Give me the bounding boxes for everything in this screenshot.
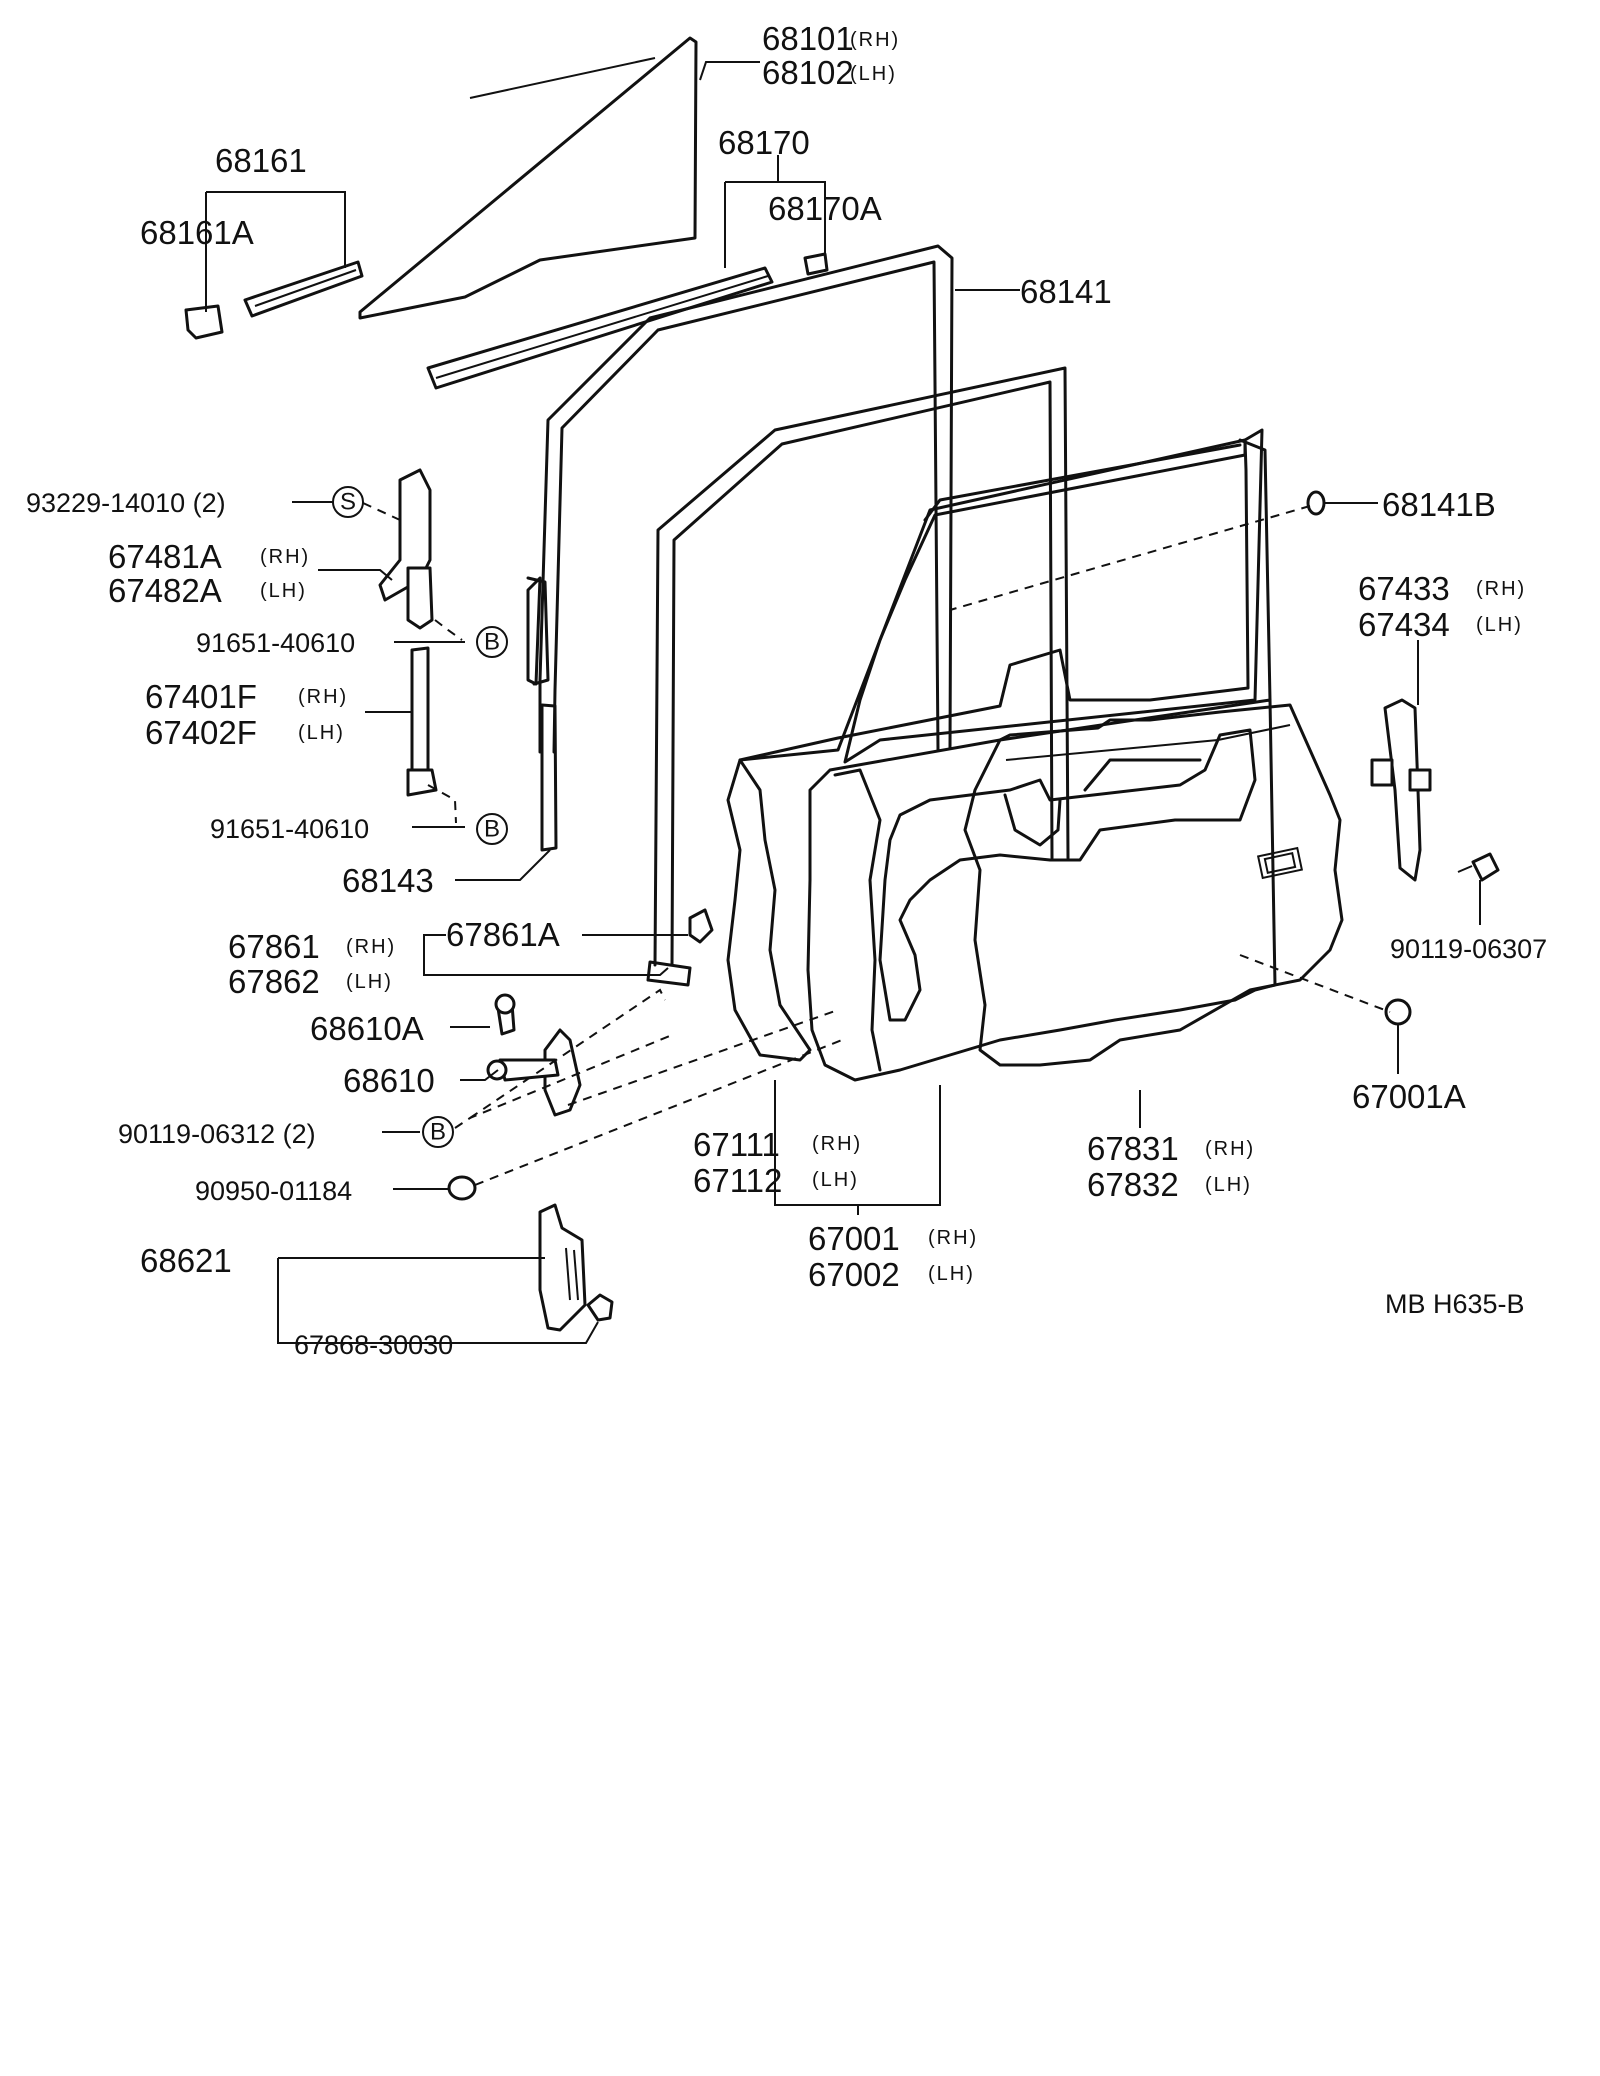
label-67832-lh: (LH) xyxy=(1205,1174,1252,1196)
label-68101: 68101 xyxy=(762,20,854,57)
label-67861-rh: (RH) xyxy=(346,936,396,958)
label-67862: 67862 xyxy=(228,963,320,1000)
label-67001-rh: (RH) xyxy=(928,1227,978,1249)
svg-text:B: B xyxy=(484,629,500,656)
label-68610: 68610 xyxy=(343,1062,435,1099)
weatherstrip-68141 xyxy=(538,244,954,754)
label-67001: 67001 xyxy=(808,1220,900,1257)
label-67482a-lh: (LH) xyxy=(260,580,307,602)
label-68143: 68143 xyxy=(342,862,434,899)
label-67401f-rh: (RH) xyxy=(298,686,348,708)
svg-text:B: B xyxy=(484,816,500,843)
label-67402f: 67402F xyxy=(145,714,257,751)
hinge-67481a xyxy=(378,468,434,630)
label-68610a: 68610A xyxy=(310,1010,424,1047)
label-68141: 68141 xyxy=(1020,273,1112,310)
label-68102: 68102 xyxy=(762,54,854,91)
run-channel-68161 xyxy=(184,260,364,340)
label-67481a-rh: (RH) xyxy=(260,546,310,568)
hinge-67401f xyxy=(406,646,438,797)
callout-b-2: B xyxy=(476,813,508,845)
label-91651-40610-a: 91651-40610 xyxy=(196,628,355,658)
callout-b-1: B xyxy=(476,626,508,658)
service-cover-67831 xyxy=(963,703,1344,1067)
label-90950-01184: 90950-01184 xyxy=(195,1176,352,1206)
label-67434: 67434 xyxy=(1358,606,1450,643)
label-93229-14010: 93229-14010 (2) xyxy=(26,488,226,518)
label-67831-rh: (RH) xyxy=(1205,1138,1255,1160)
label-67481a: 67481A xyxy=(108,538,222,575)
label-67002: 67002 xyxy=(808,1256,900,1293)
screw-67868 xyxy=(586,1293,614,1322)
label-67111-rh: (RH) xyxy=(812,1133,862,1155)
label-67433: 67433 xyxy=(1358,570,1450,607)
callout-s: S xyxy=(332,486,364,518)
label-67831: 67831 xyxy=(1087,1130,1179,1167)
garnish-67433 xyxy=(1370,698,1432,882)
label-67401f: 67401F xyxy=(145,678,257,715)
door-panel-67001 xyxy=(806,428,1277,1082)
label-67861a: 67861A xyxy=(446,916,560,953)
label-67868-30030: 67868-30030 xyxy=(294,1330,453,1360)
label-67002-lh: (LH) xyxy=(928,1263,975,1285)
label-68102-lh: (LH) xyxy=(850,63,897,85)
screw-90119-06307 xyxy=(1457,852,1500,882)
label-67434-lh: (LH) xyxy=(1476,614,1523,636)
label-67112: 67112 xyxy=(693,1162,782,1199)
label-91651-40610-b: 91651-40610 xyxy=(210,814,369,844)
label-68101-rh: (RH) xyxy=(850,29,900,51)
label-68161: 68161 xyxy=(215,142,307,179)
label-68170a: 68170A xyxy=(768,190,882,227)
label-67482a: 67482A xyxy=(108,572,222,609)
label-67111: 67111 xyxy=(693,1126,780,1163)
clip-68161a xyxy=(184,304,224,340)
label-67862-lh: (LH) xyxy=(346,971,393,993)
clip-68170a xyxy=(803,252,829,276)
label-67832: 67832 xyxy=(1087,1166,1179,1203)
door-glass-68101 xyxy=(358,36,698,320)
label-67001a: 67001A xyxy=(1352,1078,1466,1115)
label-90119-06307: 90119-06307 xyxy=(1390,934,1547,964)
label-67112-lh: (LH) xyxy=(812,1169,859,1191)
label-67402f-lh: (LH) xyxy=(298,722,345,744)
label-90119-06312: 90119-06312 (2) xyxy=(118,1119,316,1149)
part-labels: 68101 (RH) 68102 (LH) 68161 68161A 68170… xyxy=(26,20,1547,1360)
door-check-68610 xyxy=(486,993,582,1117)
svg-text:B: B xyxy=(430,1119,446,1146)
label-67861: 67861 xyxy=(228,928,320,965)
bracket-68621 xyxy=(538,1203,614,1332)
clip-68141b xyxy=(1306,490,1326,516)
belt-weatherstrip-68170 xyxy=(426,252,829,390)
label-68621: 68621 xyxy=(140,1242,232,1279)
label-68161a: 68161A xyxy=(140,214,254,251)
callout-b-3: B xyxy=(422,1116,454,1148)
grommet-67001a xyxy=(1384,998,1412,1026)
label-67433-rh: (RH) xyxy=(1476,578,1526,600)
plug-90950-01184 xyxy=(447,1175,477,1201)
reference-code: MB H635-B xyxy=(1385,1289,1525,1319)
leader-lines xyxy=(205,61,1481,1344)
label-68141b: 68141B xyxy=(1382,486,1496,523)
weatherstrip-68143 xyxy=(526,576,558,852)
label-68170: 68170 xyxy=(718,124,810,161)
svg-text:S: S xyxy=(340,489,356,516)
clip-67861a xyxy=(688,908,714,944)
frame-seal xyxy=(646,366,1070,987)
door-shell-67111 xyxy=(726,438,1250,1062)
